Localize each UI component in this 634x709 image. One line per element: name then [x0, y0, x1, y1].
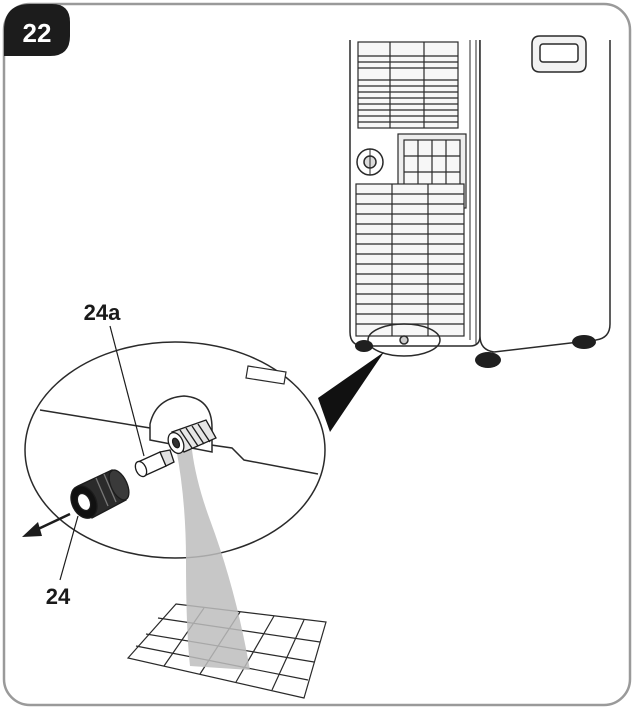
caster-front-left: [355, 340, 373, 352]
drain-plug: [134, 449, 175, 478]
unit-casters: [355, 335, 596, 368]
caster-rear-right: [572, 335, 596, 349]
drain-cap: [70, 469, 130, 519]
drain-outlet-highlight: [367, 323, 441, 357]
water-stream: [176, 448, 250, 670]
callout-cap: 24: [46, 515, 79, 609]
step-number: 22: [23, 18, 52, 48]
callout-plug: 24a: [84, 300, 145, 457]
step-badge: 22: [4, 4, 70, 56]
bottom-grille: [355, 183, 465, 337]
callout-cap-label: 24: [46, 584, 71, 609]
top-grille: [357, 41, 459, 129]
unit-body-side: [479, 40, 611, 353]
drain-spout: [167, 419, 217, 455]
arrow-left-icon: [22, 512, 71, 537]
air-conditioner-unit: [349, 35, 611, 357]
callout-plug-leader: [109, 325, 145, 457]
callout-cap-leader: [59, 515, 79, 581]
unit-knob: [356, 148, 384, 176]
step-badge-shape: [4, 4, 70, 56]
zoom-pointer: [318, 352, 384, 432]
zoom-circle: [22, 341, 326, 670]
caster-front-right: [475, 352, 501, 368]
callout-plug-label: 24a: [84, 300, 121, 325]
